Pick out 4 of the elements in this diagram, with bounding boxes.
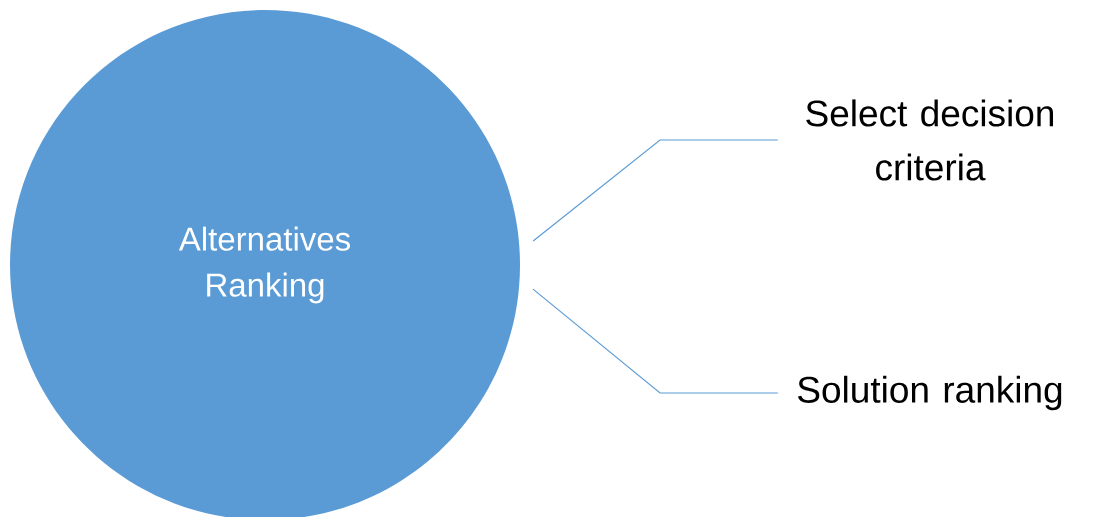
label-text: Solution ranking [798, 375, 1062, 411]
connector-line [532, 139, 779, 242]
label-text: Select decision criteria [806, 99, 1053, 181]
connector-line [532, 288, 779, 394]
